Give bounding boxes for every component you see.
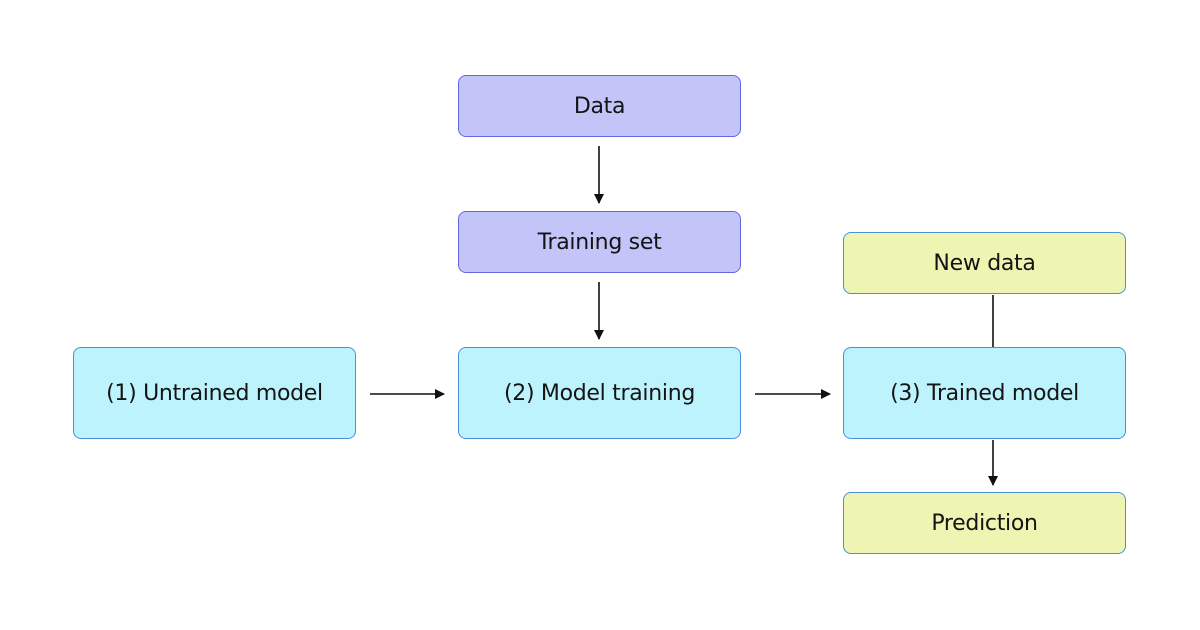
node-model-training: (2) Model training	[458, 347, 741, 439]
node-data-label: Data	[573, 93, 626, 119]
node-untrained-model-label: (1) Untrained model	[106, 380, 323, 406]
node-prediction: Prediction	[843, 492, 1126, 554]
node-trained-model-label: (3) Trained model	[890, 380, 1079, 406]
node-training-set-label: Training set	[537, 229, 662, 255]
node-prediction-label: Prediction	[931, 510, 1038, 536]
node-new-data: New data	[843, 232, 1126, 294]
node-model-training-label: (2) Model training	[503, 380, 696, 406]
node-data: Data	[458, 75, 741, 137]
node-untrained-model: (1) Untrained model	[73, 347, 356, 439]
node-new-data-label: New data	[933, 250, 1036, 276]
node-trained-model: (3) Trained model	[843, 347, 1126, 439]
node-training-set: Training set	[458, 211, 741, 273]
